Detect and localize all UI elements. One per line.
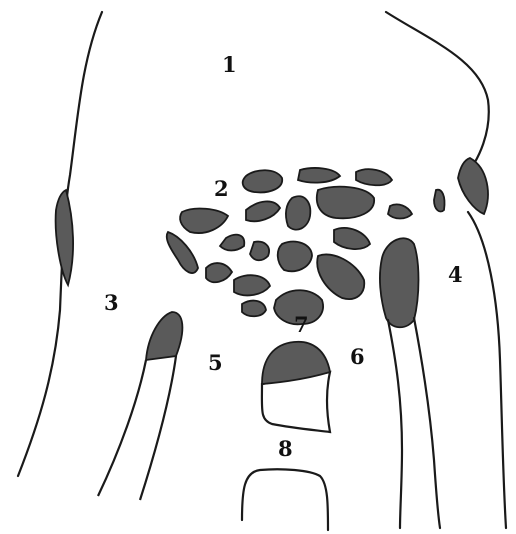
- shaded-bone: [317, 254, 364, 299]
- shaded-bone: [298, 168, 340, 183]
- right-upper-edge-shading: [458, 158, 488, 214]
- label-7: 7: [294, 312, 309, 337]
- bone-4-shaft-right: [414, 318, 440, 528]
- right-inner-contour: [468, 212, 506, 528]
- bone-8: [242, 469, 328, 530]
- shaded-bone: [206, 263, 232, 282]
- bone-4-upper: [380, 238, 419, 327]
- label-6: 6: [350, 344, 365, 369]
- shaded-bone: [234, 275, 270, 295]
- shaded-bone: [220, 235, 244, 251]
- label-8: 8: [278, 436, 293, 461]
- label-1: 1: [222, 52, 237, 77]
- left-edge-shading: [56, 190, 73, 285]
- right-outer-contour: [386, 12, 489, 180]
- shaded-bone: [317, 187, 374, 219]
- shaded-bone: [250, 242, 269, 261]
- label-5: 5: [208, 350, 223, 375]
- shaded-bone: [286, 196, 310, 229]
- shaded-bone: [278, 242, 312, 272]
- shaded-bone: [434, 190, 445, 212]
- shaded-bone: [388, 204, 412, 218]
- label-3: 3: [104, 290, 119, 315]
- bone-4-shaft-left: [388, 320, 402, 528]
- shaded-bone: [242, 301, 266, 317]
- shaded-bone: [243, 170, 282, 192]
- bone-3-shaft: [98, 356, 176, 500]
- shaded-bone: [356, 169, 392, 185]
- shaded-bone: [246, 201, 280, 221]
- label-2: 2: [214, 176, 229, 201]
- shaded-bone: [167, 232, 198, 273]
- shaded-bone: [334, 228, 370, 249]
- label-4: 4: [448, 262, 463, 287]
- bone-3-tip: [146, 312, 182, 360]
- shaded-bone: [180, 209, 228, 234]
